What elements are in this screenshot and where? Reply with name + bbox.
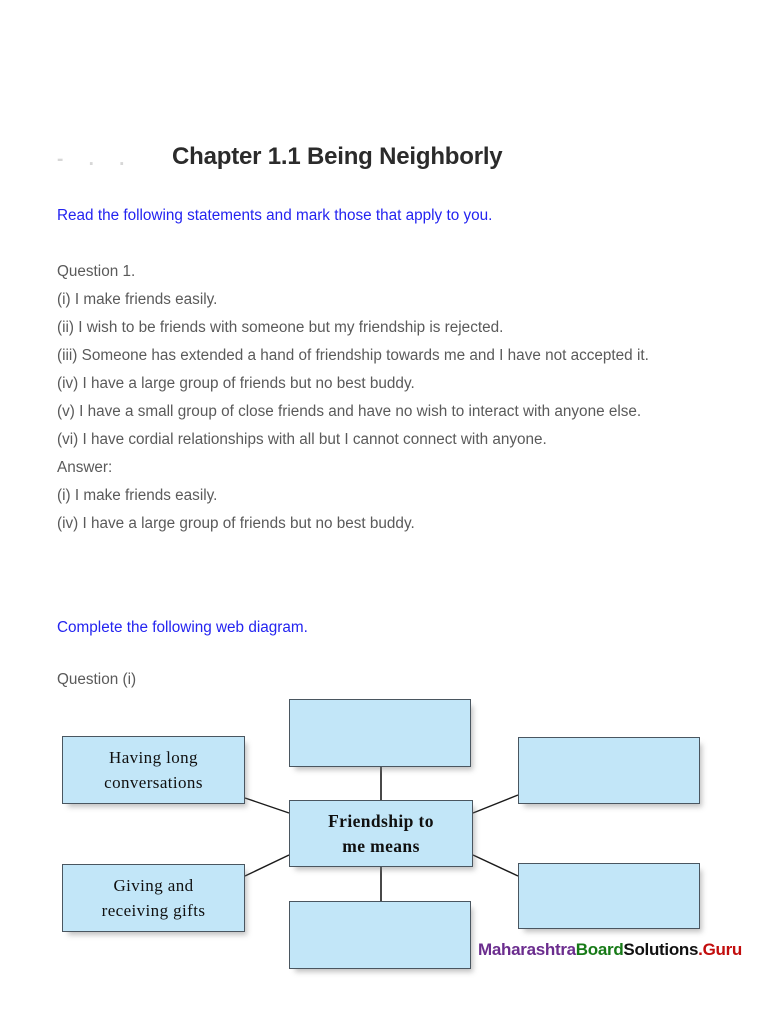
question-1-label: Question 1.: [57, 263, 136, 280]
diagram-node-left-top-text: Having long conversations: [98, 745, 209, 795]
statement-ii: (ii) I wish to be friends with someone b…: [57, 319, 504, 336]
diagram-node-bottom-empty[interactable]: [289, 901, 471, 969]
answer-label: Answer:: [57, 459, 113, 476]
diagram-node-center-friendship[interactable]: Friendship to me means: [289, 800, 473, 867]
center-line-2: me means: [342, 835, 420, 856]
diagram-center-text: Friendship to me means: [322, 809, 440, 859]
statement-iv: (iv) I have a large group of friends but…: [57, 375, 415, 392]
diagram-node-left-bottom-text: Giving and receiving gifts: [96, 873, 212, 923]
answer-iv: (iv) I have a large group of friends but…: [57, 515, 415, 532]
diagram-connector-lines: [244, 767, 519, 901]
statement-i: (i) I make friends easily.: [57, 291, 218, 308]
diagram-node-giving-receiving-gifts[interactable]: Giving and receiving gifts: [62, 864, 245, 932]
watermark-part-maharashtra: Maharashtra: [478, 940, 576, 959]
statement-vi: (vi) I have cordial relationships with a…: [57, 431, 547, 448]
diagram-node-right-top-empty[interactable]: [518, 737, 700, 804]
diagram-node-top-empty[interactable]: [289, 699, 471, 767]
answer-i: (i) I make friends easily.: [57, 487, 218, 504]
left-top-line-2: conversations: [104, 773, 203, 792]
instruction-complete-web-diagram: Complete the following web diagram.: [57, 619, 308, 636]
watermark-part-board: Board: [575, 940, 624, 959]
left-bottom-line-1: Giving and: [113, 876, 194, 895]
question-i-label: Question (i): [57, 671, 137, 688]
clipped-text-artifact: - . .: [57, 149, 135, 167]
left-top-line-1: Having long: [109, 748, 198, 767]
watermark-part-solutions: Solutions: [623, 940, 699, 959]
left-bottom-line-2: receiving gifts: [101, 901, 206, 920]
watermark-part-guru: .Guru: [698, 940, 743, 959]
diagram-node-having-long-conversations[interactable]: Having long conversations: [62, 736, 245, 804]
statement-iii: (iii) Someone has extended a hand of fri…: [57, 347, 649, 364]
center-line-1: Friendship to: [328, 810, 434, 831]
diagram-node-right-bottom-empty[interactable]: [518, 863, 700, 929]
page-header: - . . Chapter 1.1 Being Neighborly: [0, 143, 768, 179]
web-diagram: Having long conversations Friendship to …: [0, 680, 768, 1000]
statement-v: (v) I have a small group of close friend…: [57, 403, 642, 420]
question-1-block: Question 1. (i) I make friends easily. (…: [57, 258, 717, 538]
instruction-read-statements: Read the following statements and mark t…: [57, 207, 493, 224]
site-watermark: MaharashtraBoardSolutions.Guru: [478, 940, 742, 960]
page-title: Chapter 1.1 Being Neighborly: [172, 143, 503, 170]
